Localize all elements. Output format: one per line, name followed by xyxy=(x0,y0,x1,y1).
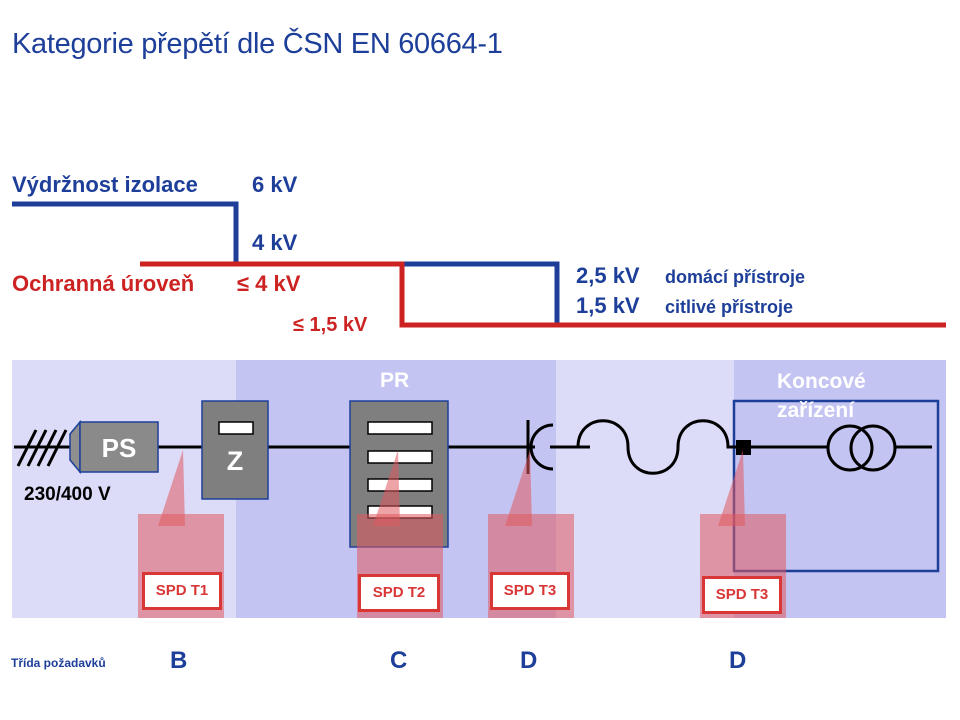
requirement-class-d-end: D xyxy=(729,647,747,674)
ps-label: PS xyxy=(101,433,137,463)
insulation-6kv-label: 6 kV xyxy=(252,172,298,197)
insulation-1-5kv-label: 1,5 kV xyxy=(576,293,640,318)
ps-box xyxy=(79,421,159,473)
protection-level-line xyxy=(140,261,946,328)
requirement-class-b: B xyxy=(170,647,188,674)
end-devices-label-line1: Koncové xyxy=(777,370,866,393)
requirement-class-d: D xyxy=(520,647,538,674)
spd-funnels xyxy=(138,450,786,618)
protection-4kv-label: ≤ 4 kV xyxy=(237,271,301,296)
z-box-fuse xyxy=(218,421,254,435)
requirement-class-c: C xyxy=(390,647,408,674)
insulation-label: Výdržnost izolace xyxy=(12,172,198,197)
end-devices-label-line2: zařízení xyxy=(777,399,855,422)
page-title: Kategorie přepětí dle ČSN EN 60664-1 xyxy=(12,28,503,60)
insulation-line-lower xyxy=(402,261,560,325)
three-phase-symbol xyxy=(16,429,68,467)
requirement-class-label: Třída požadavků xyxy=(11,656,106,670)
end-device-circle-left xyxy=(826,424,874,472)
socket-symbol-arc xyxy=(529,423,554,471)
pr-zone-label: PR xyxy=(380,369,410,392)
z-box xyxy=(201,400,269,500)
spd-t2-badge: SPD T2 xyxy=(358,574,440,612)
spd-t3-badge: SPD T3 xyxy=(490,572,570,610)
z-label: Z xyxy=(226,446,244,476)
spd-t3-badge-end: SPD T3 xyxy=(702,576,782,614)
insulation-2-5kv-label: 2,5 kV xyxy=(576,263,640,288)
end-device-circle-right xyxy=(849,424,897,472)
voltage-label: 230/400 V xyxy=(24,484,111,505)
home-devices-note: domácí přístroje xyxy=(665,267,806,287)
spd-t1-badge: SPD T1 xyxy=(142,572,222,610)
cable-wave xyxy=(576,419,740,475)
protection-level-label: Ochranná úroveň xyxy=(12,271,195,296)
sensitive-devices-note: citlivé přístroje xyxy=(665,297,794,317)
cable-terminal xyxy=(736,440,751,455)
insulation-4kv-label: 4 kV xyxy=(252,230,298,255)
protection-1-5kv-label: ≤ 1,5 kV xyxy=(293,314,368,336)
insulation-line-upper xyxy=(12,201,239,262)
